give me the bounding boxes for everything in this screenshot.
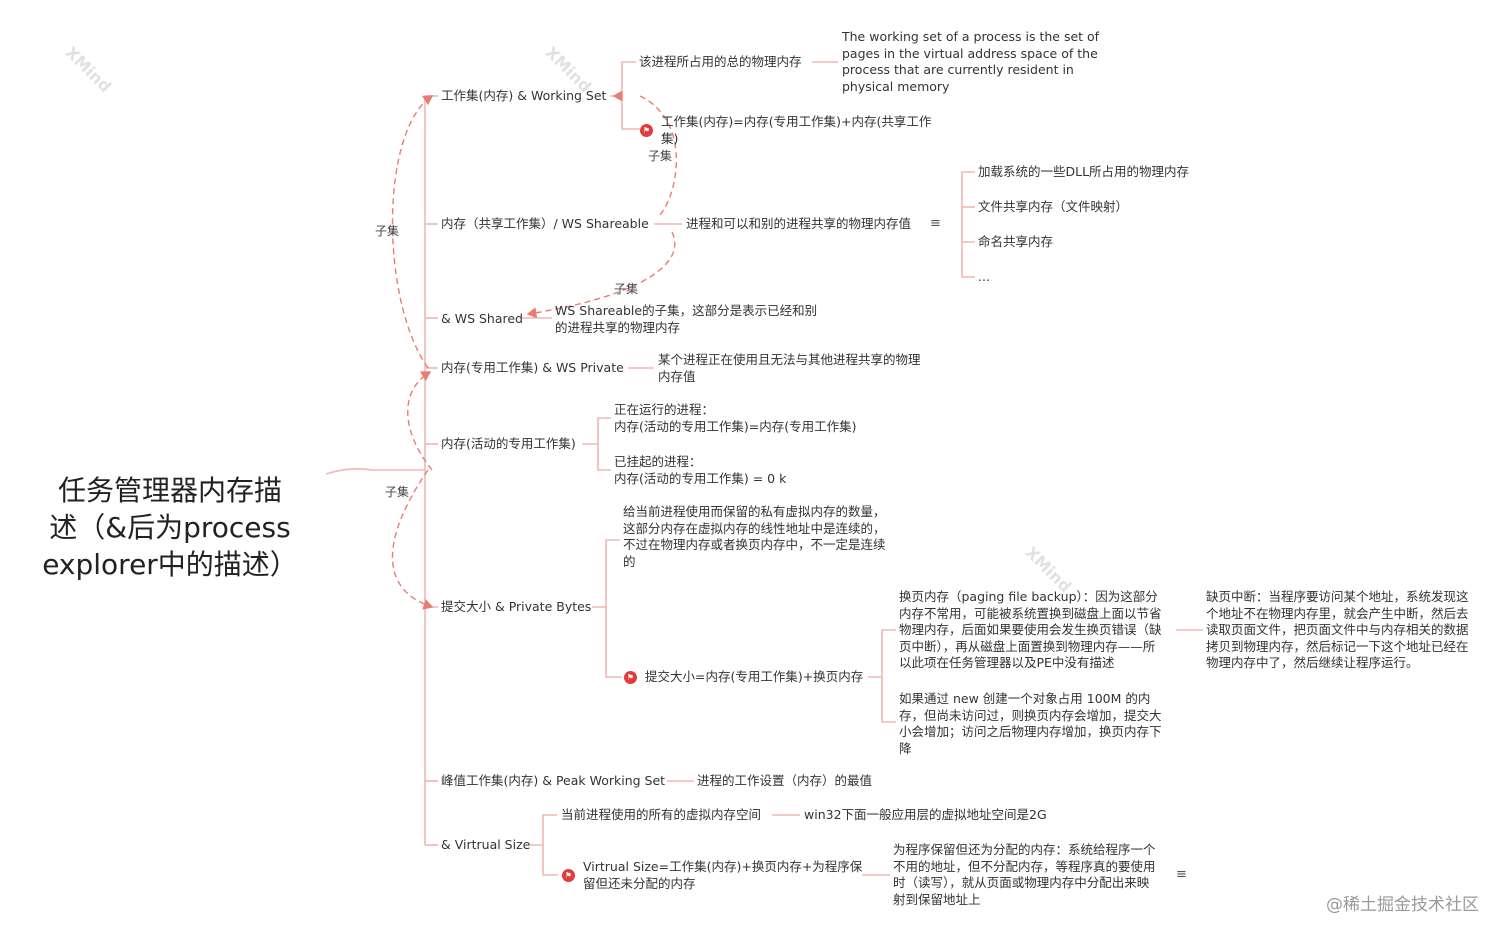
relation-label: 子集 (648, 149, 673, 163)
commit-example[interactable]: 如果通过 new 创建一个对象占用 100M 的内 存，但尚未访问过，则换页内存… (899, 691, 1162, 756)
peak-definition[interactable]: 进程的工作设置（内存）的最值 (697, 773, 873, 788)
reserved-memory[interactable]: 为程序保留但还为分配的内存：系统给程序一个 不用的地址，但不分配内存，等程序真的… (893, 842, 1156, 907)
topic-ws-shareable[interactable]: 内存（共享工作集）/ WS Shareable (441, 216, 649, 231)
shareable-item[interactable]: 加载系统的一些DLL所占用的物理内存 (978, 164, 1190, 179)
relation-line (391, 95, 434, 369)
relation-label: 子集 (385, 485, 410, 499)
relation-label: 子集 (375, 224, 400, 238)
ws-formula[interactable]: 工作集(内存)=内存(专用工作集)+内存(共享工作 集) (661, 114, 932, 146)
vsize-formula[interactable]: Virtrual Size=工作集(内存)+换页内存+为程序保 留但还未分配的内… (583, 859, 863, 891)
relation-line (526, 231, 676, 319)
root-topic[interactable]: 任务管理器内存描 述（&后为process explorer中的描述） (42, 474, 298, 581)
vsize-win32[interactable]: win32下面一般应用层的虚拟地址空间是2G (804, 807, 1047, 822)
shared-definition[interactable]: WS Shareable的子集，这部分是表示已经和别 的进程共享的物理内存 (555, 303, 818, 335)
topic-private-bytes[interactable]: 提交大小 & Private Bytes (441, 599, 592, 614)
shareable-item[interactable]: ... (978, 269, 990, 284)
shareable-item[interactable]: 文件共享内存（文件映射） (978, 199, 1129, 214)
shareable-definition[interactable]: 进程和可以和别的进程共享的物理内存值 (686, 216, 912, 231)
note-icon[interactable]: ≡ (930, 216, 941, 231)
paging-file[interactable]: 换页内存（paging file backup）：因为这部分 内存不常用，可能被… (899, 589, 1162, 670)
site-watermark: @稀土掘金技术社区 (1326, 895, 1479, 915)
topic-active-private[interactable]: 内存(活动的专用工作集) (441, 436, 576, 451)
topic-ws-private[interactable]: 内存(专用工作集) & WS Private (441, 360, 624, 375)
relation-line (407, 371, 433, 471)
ws-definition[interactable]: 该进程所占用的总的物理内存 (639, 54, 802, 69)
flag-icon: ⚑ (562, 869, 575, 882)
private-definition[interactable]: 某个进程正在使用且无法与其他进程共享的物理 内存值 (658, 352, 921, 384)
topic-peak-working-set[interactable]: 峰值工作集(内存) & Peak Working Set (441, 773, 666, 788)
relation-line (639, 95, 678, 216)
topic-working-set[interactable]: 工作集(内存) & Working Set (441, 88, 607, 103)
shareable-item[interactable]: 命名共享内存 (978, 234, 1054, 249)
root-connector (325, 468, 373, 475)
page-fault[interactable]: 缺页中断：当程序要访问某个地址，系统发现这 个地址不在物理内存里，就会产生中断，… (1206, 589, 1469, 670)
active-running[interactable]: 正在运行的进程： 内存(活动的专用工作集)=内存(专用工作集) (614, 402, 857, 434)
note-icon[interactable]: ≡ (1176, 867, 1187, 882)
topic-ws-shared[interactable]: & WS Shared (441, 311, 523, 326)
commit-definition[interactable]: 给当前进程使用而保留的私有虚拟内存的数量， 这部分内存在虚拟内存的线性地址中是连… (623, 504, 886, 569)
commit-formula[interactable]: 提交大小=内存(专用工作集)+换页内存 (645, 669, 864, 684)
vsize-definition[interactable]: 当前进程使用的所有的虚拟内存空间 (561, 807, 762, 822)
flag-icon: ⚑ (640, 124, 653, 137)
ws-definition-en[interactable]: The working set of a process is the set … (842, 29, 1100, 94)
relation-label: 子集 (614, 282, 639, 296)
active-suspended[interactable]: 已挂起的进程： 内存(活动的专用工作集) = 0 k (614, 454, 787, 486)
flag-icon: ⚑ (624, 671, 637, 684)
topic-virtual-size[interactable]: & Virtrual Size (441, 837, 531, 852)
